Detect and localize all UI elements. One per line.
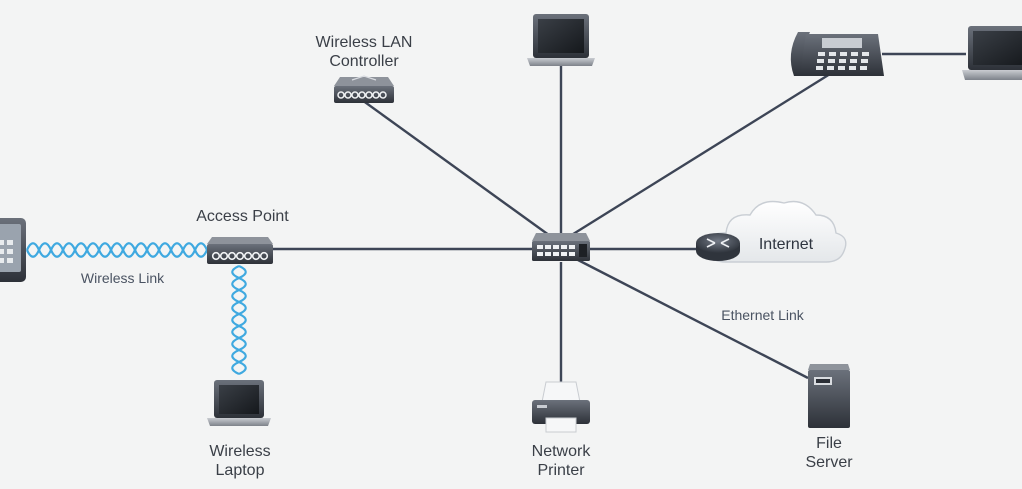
access-point-label: Access Point [196, 208, 289, 225]
ethernet-link-label: Ethernet Link [721, 307, 804, 323]
switch-icon [532, 233, 590, 261]
ip-phone-icon [790, 32, 884, 76]
router-icon [696, 233, 740, 261]
wireless-links [25, 242, 247, 376]
wireless-link-ap-laptop-b [231, 264, 247, 376]
smartphone-icon [0, 218, 26, 282]
laptop-icon-top [527, 14, 595, 66]
access-point-icon [207, 237, 273, 264]
printer-icon [532, 381, 590, 433]
wireless-link-phone-ap-b [25, 242, 209, 258]
laptop-icon-wireless [207, 380, 271, 426]
internet-label: Internet [758, 236, 814, 253]
link-switch-file-server [577, 258, 809, 380]
wireless-link-phone-ap-a [25, 242, 209, 258]
wireless-link-label: Wireless Link [80, 270, 165, 286]
server-icon [808, 364, 850, 428]
wireless-link-ap-laptop-a [231, 264, 247, 376]
wireless-lan-controller-label: Wireless LAN Controller [315, 34, 413, 70]
link-switch-ip-phone [569, 72, 831, 238]
wireless-lan-controller-icon [334, 75, 394, 103]
file-server-label: File Server [805, 435, 853, 471]
ethernet-links [273, 52, 966, 385]
link-switch-wlc [361, 99, 554, 239]
network-printer-label: Network Printer [531, 443, 591, 479]
wireless-laptop-label: Wireless Laptop [209, 443, 271, 479]
laptop-icon-right [962, 26, 1022, 80]
